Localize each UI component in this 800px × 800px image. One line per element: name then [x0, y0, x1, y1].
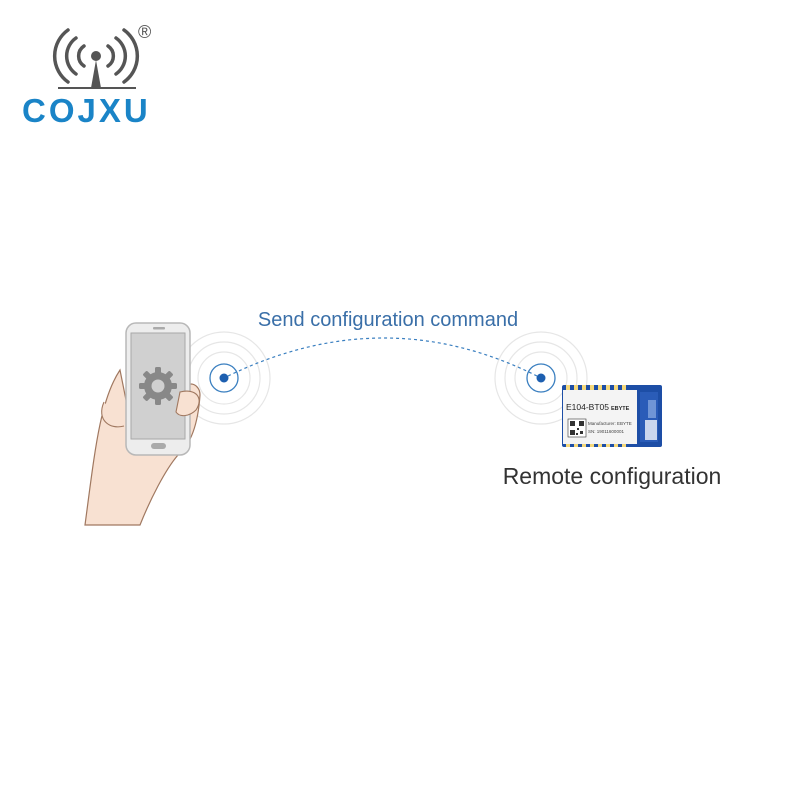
module-brand: EBYTE	[611, 406, 630, 412]
module-manufacturer: Manufacturer: EBYTE	[588, 421, 632, 426]
signal-dot-left	[219, 373, 229, 383]
target-label: Remote configuration	[502, 463, 722, 489]
signal-rings-left	[177, 331, 271, 425]
e104-module: E104-BT05 EBYTE Manufacturer: EBYTE SN: …	[562, 385, 662, 447]
dashed-link-arc	[227, 337, 538, 377]
module-model: E104-BT05	[566, 402, 609, 412]
brand-logo: ® COJXU	[18, 18, 178, 133]
signal-rings-right	[494, 331, 588, 425]
module-serial: SN: 19011600001	[588, 429, 624, 434]
brand-name: COJXU	[22, 92, 151, 129]
registered-mark: ®	[138, 22, 152, 42]
signal-dot-right	[536, 373, 546, 383]
qr-code	[567, 418, 587, 438]
antenna-broadcast-icon	[52, 28, 140, 89]
gear-icon	[139, 367, 177, 405]
link-label: Send configuration command	[257, 309, 519, 331]
thumb	[175, 390, 200, 417]
